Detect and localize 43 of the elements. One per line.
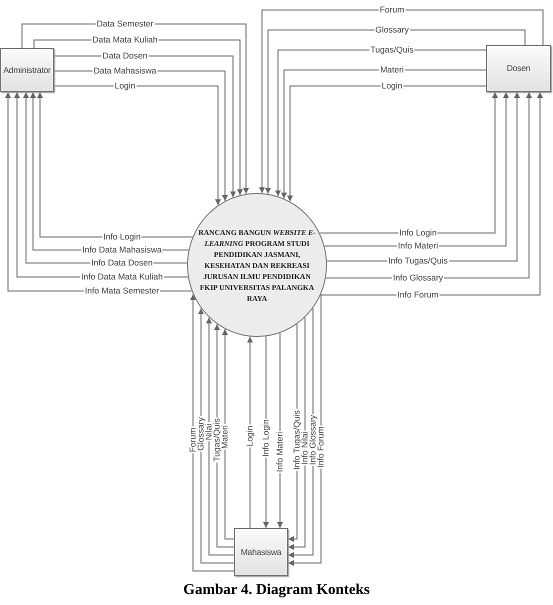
edge-label: Login	[380, 82, 404, 90]
edge-label: Glossary	[374, 26, 410, 34]
edge-label: Data Dosen	[102, 52, 148, 60]
edge-label: Info Tugas/Quis	[387, 256, 449, 266]
edge-label: Info Glossary	[308, 414, 318, 466]
edge-label: Tugas/Quis	[369, 46, 415, 54]
edge-label: Info Login	[262, 418, 270, 458]
flow-arrow	[222, 328, 234, 540]
edge-label: Forum	[188, 426, 198, 454]
flow-arrow	[281, 70, 486, 200]
edge-label: Info Login	[102, 232, 142, 242]
edge-label: Info Forum	[396, 290, 440, 300]
edge-label: Data Mata Kuliah	[91, 36, 159, 44]
edge-label: Materi	[220, 424, 230, 450]
edge-label: Info Data Dosen	[90, 258, 154, 268]
edge-label: Info Data Mata Kuliah	[80, 272, 164, 282]
flow-arrow	[54, 86, 221, 206]
edge-label: Info Tugas/Quis	[292, 409, 302, 471]
edge-label: Info Forum	[316, 425, 326, 469]
flow-arrow	[265, 30, 526, 194]
caption: Gambar 4. Diagram Konteks	[182, 581, 371, 600]
edge-label: Login	[246, 424, 254, 448]
flow-arrow	[259, 10, 544, 194]
edge-label: Tugas/Quis	[212, 417, 222, 463]
edge-label: Info Data Mahasiswa	[81, 246, 163, 254]
entity-box: Administrator	[0, 48, 54, 92]
edge-label: Data Mahasiswa	[92, 66, 158, 76]
edge-label: Materi	[379, 66, 405, 74]
edge-label: Glossary	[196, 416, 206, 452]
edge-label: Info Login	[398, 228, 438, 238]
edge-label: Data Semester	[96, 20, 154, 28]
edge-label: Login	[114, 82, 136, 90]
entity-box: Dosen	[486, 45, 551, 92]
entity-box: Mahasiswa	[234, 528, 288, 576]
flow-arrow	[247, 336, 253, 528]
edge-label: Forum	[378, 6, 406, 14]
flow-arrow	[287, 86, 486, 202]
flow-arrow	[206, 316, 234, 556]
flow-arrow	[190, 294, 234, 572]
edge-label: Info Materi	[276, 430, 284, 474]
edge-label: Info Glossary	[392, 274, 444, 282]
edge-label: Info Mata Semester	[84, 286, 160, 296]
edge-label: Info Materi	[396, 242, 440, 250]
